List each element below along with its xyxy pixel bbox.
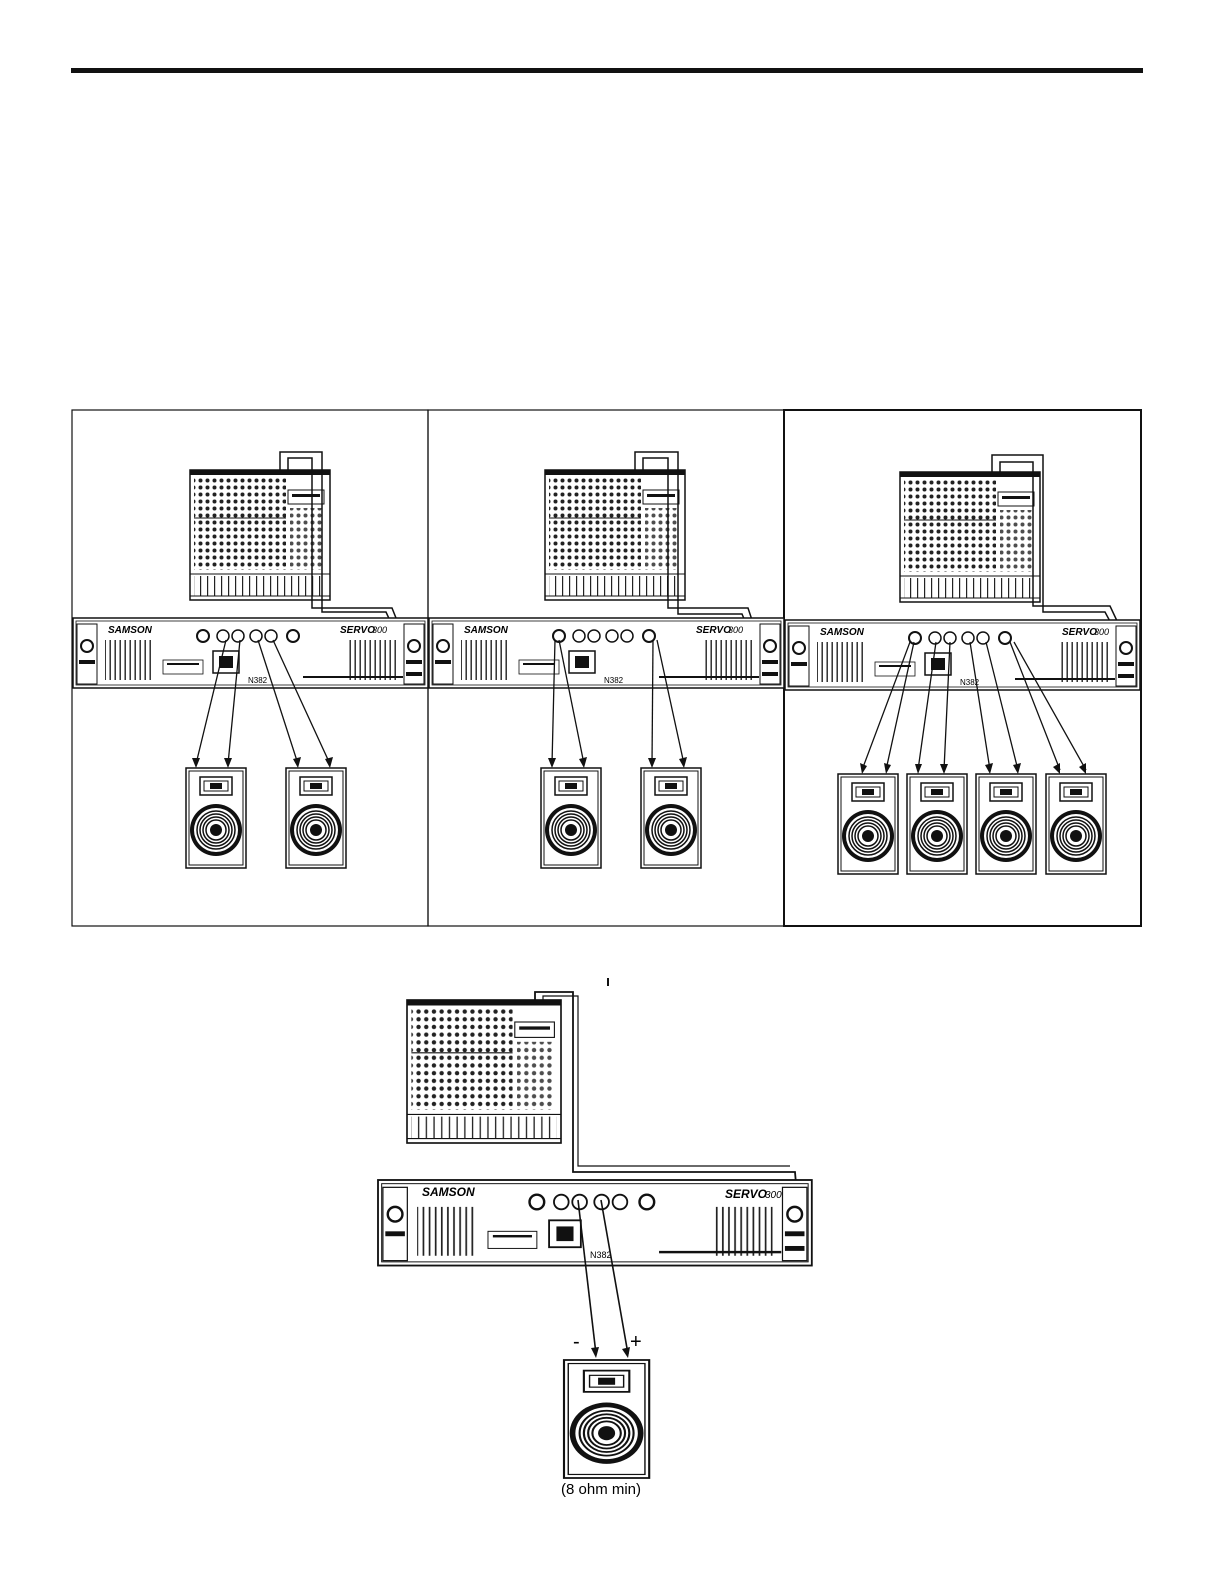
amp-model-number: 300 [765,1190,782,1201]
amp-model-number: 300 [728,625,743,635]
panel3-amplifier: SAMSON SERVO 300 N382 [785,620,1140,690]
speaker-cabinet-icon [186,768,246,868]
speaker-cabinet-icon [838,774,898,874]
minimum-load-note: (8 ohm min) [561,1481,641,1498]
mixer-icon [190,470,330,600]
amp-brand-label: SAMSON [820,627,865,638]
amp-brand-label: SAMSON [464,625,509,636]
panel2-amplifier: SAMSON SERVO 300 N382 [429,618,784,688]
mixer-icon [407,1000,561,1143]
panel1-arrowheads [192,757,333,768]
bridged-amplifier: SAMSON SERVO 300 N382 [378,1180,812,1266]
speaker-cabinet-icon [641,768,701,868]
page-top-rule [71,68,1143,73]
speaker-cabinet-icon [907,774,967,874]
speaker-cabinet-icon [976,774,1036,874]
approval-mark: N382 [248,676,268,685]
amp-model-label: SERVO [340,625,375,636]
speaker-cabinet-icon [286,768,346,868]
panel1-amplifier: SAMSON SERVO 300 N382 [73,618,428,688]
mixer-icon [900,472,1040,602]
panel1-mixer [190,470,330,600]
approval-mark: N382 [604,676,624,685]
bridge-minus-label: - [573,1331,580,1353]
amp-model-number: 300 [372,625,387,635]
mixer-icon [545,470,685,600]
amp-brand-label: SAMSON [108,625,153,636]
approval-mark: N382 [590,1250,612,1260]
bridged-arrowheads [591,1347,630,1358]
bridge-plus-label: + [630,1331,642,1353]
speaker-cabinet-icon [564,1360,649,1478]
stray-mark [607,978,609,986]
panel3-arrowheads [860,763,1086,774]
amp-brand-label: SAMSON [422,1185,475,1199]
panel2-arrowheads [548,757,687,768]
speaker-cabinet-icon [1046,774,1106,874]
amp-model-label: SERVO [696,625,731,636]
bridged-input-cable-2 [543,996,790,1166]
amp-model-label: SERVO [1062,627,1097,638]
speaker-cabinet-icon [541,768,601,868]
amp-model-number: 300 [1094,627,1109,637]
amp-model-label: SERVO [725,1187,768,1201]
